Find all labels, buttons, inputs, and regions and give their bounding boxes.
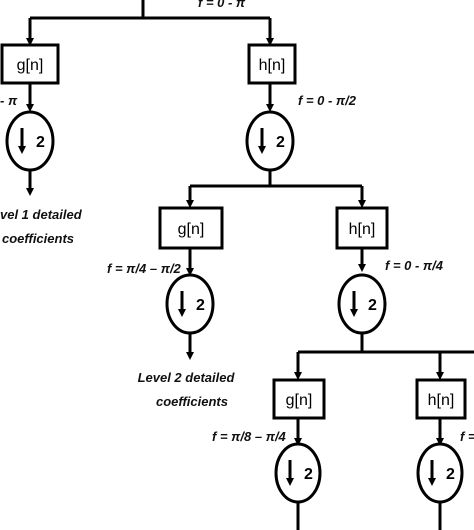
downsampler-6 bbox=[416, 442, 464, 504]
filter-label-h2: h[n] bbox=[349, 221, 376, 238]
downsample-factor: 2 bbox=[446, 466, 455, 483]
freq-label-g1: - π bbox=[0, 93, 18, 108]
downsampler-3 bbox=[165, 273, 215, 335]
level2-output-label-line2: coefficients bbox=[156, 394, 228, 409]
filter-label-g2: g[n] bbox=[178, 221, 205, 238]
filter-label-g1: g[n] bbox=[17, 57, 44, 74]
freq-label-h2: f = 0 - π/4 bbox=[385, 258, 444, 273]
level1-output-label-line2: coefficients bbox=[2, 231, 74, 246]
filter-box-h3 bbox=[415, 378, 467, 420]
filter-label-g3: g[n] bbox=[286, 392, 313, 409]
freq-label-top: f = 0 - π bbox=[198, 0, 246, 10]
filter-label-h3: h[n] bbox=[428, 392, 455, 409]
freq-label-h1: f = 0 - π/2 bbox=[298, 93, 357, 108]
filter-box-g1 bbox=[0, 43, 60, 85]
level2-output-label-line1: Level 2 detailed bbox=[138, 370, 236, 385]
freq-label-g3: f = π/8 – π/4 bbox=[212, 429, 287, 444]
downsample-factor: 2 bbox=[276, 134, 285, 151]
downsample-factor: 2 bbox=[304, 466, 313, 483]
freq-label-g2: f = π/4 – π/2 bbox=[107, 261, 182, 276]
filter-box-g3 bbox=[272, 378, 326, 420]
filter-box-h2 bbox=[335, 206, 389, 250]
filter-label-h1: h[n] bbox=[259, 57, 286, 74]
downsampler-4 bbox=[337, 273, 387, 335]
downsample-factor: 2 bbox=[368, 297, 377, 314]
downsample-factor: 2 bbox=[196, 297, 205, 314]
downsampler-5 bbox=[274, 442, 322, 504]
freq-label-h3: f = bbox=[460, 429, 474, 444]
downsampler-1 bbox=[5, 110, 55, 172]
filter-box-h1 bbox=[247, 43, 297, 85]
downsampler-2 bbox=[245, 110, 295, 172]
downsample-factor: 2 bbox=[36, 134, 45, 151]
level1-output-label-line1: vel 1 detailed bbox=[0, 207, 83, 222]
filter-box-g2 bbox=[158, 206, 224, 250]
